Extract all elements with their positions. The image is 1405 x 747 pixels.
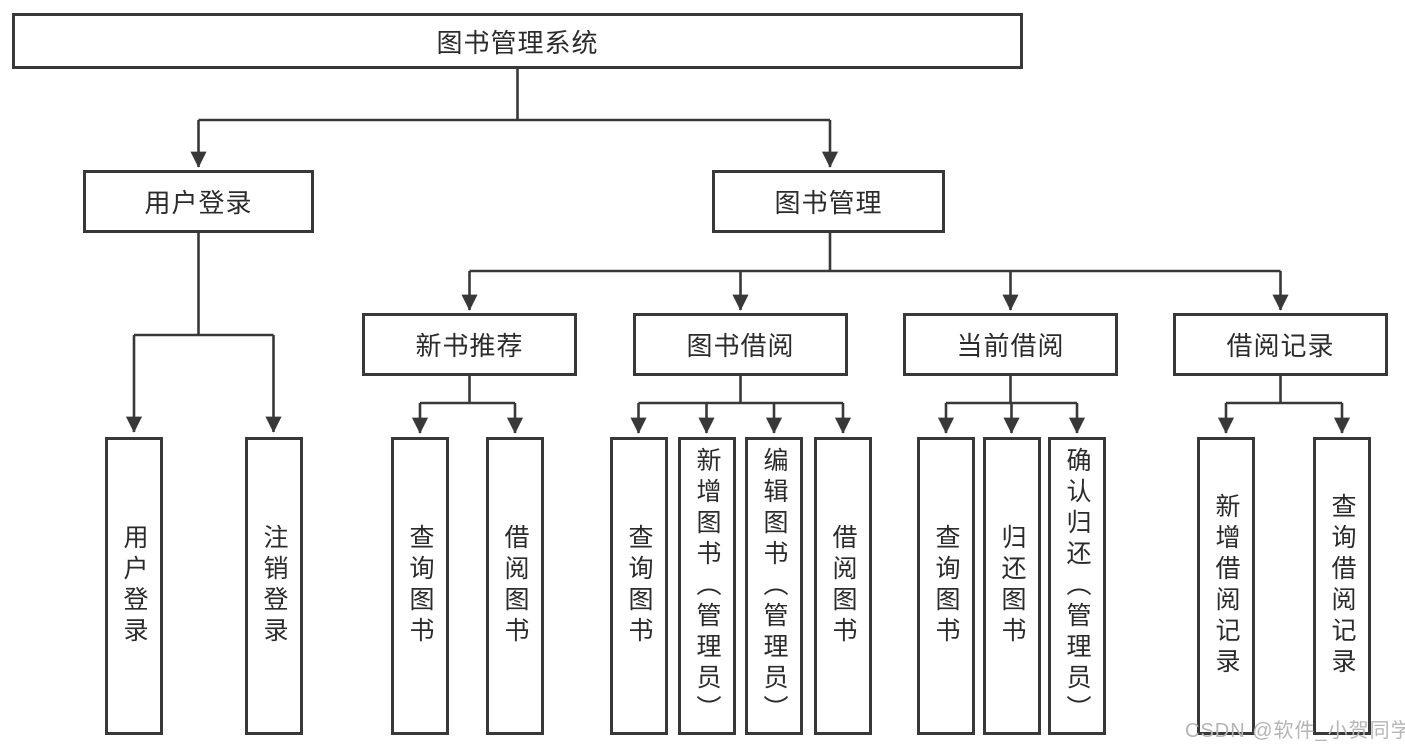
leaf-add-books-admin: 新增图书（管理员） [678,437,736,735]
node-current-borrowing: 当前借阅 [903,313,1118,376]
leaf-query-borrow-record: 查询借阅记录 [1313,437,1371,735]
leaf-edit-books-admin: 编辑图书（管理员） [745,437,803,735]
leaf-query-books-current: 查询图书 [917,437,975,735]
node-library-management-system: 图书管理系统 [12,13,1023,69]
leaf-logout: 注销登录 [245,437,303,735]
node-new-book-recommend: 新书推荐 [362,313,577,376]
leaf-return-books: 归还图书 [983,437,1041,735]
node-borrowing-records: 借阅记录 [1173,313,1388,376]
leaf-query-books-recommend: 查询图书 [391,437,449,735]
node-user-login: 用户登录 [83,170,314,233]
leaf-query-books-borrowing: 查询图书 [610,437,668,735]
leaf-confirm-return-admin: 确认归还（管理员） [1048,437,1106,735]
node-book-borrowing: 图书借阅 [633,313,848,376]
leaf-borrow-books-borrowing: 借阅图书 [814,437,872,735]
leaf-borrow-books-recommend: 借阅图书 [486,437,544,735]
leaf-add-borrow-record: 新增借阅记录 [1197,437,1255,735]
csdn-watermark: CSDN @软件_小贺同学 [1185,720,1405,742]
leaf-user-login: 用户登录 [105,437,163,735]
node-book-management: 图书管理 [712,170,945,233]
